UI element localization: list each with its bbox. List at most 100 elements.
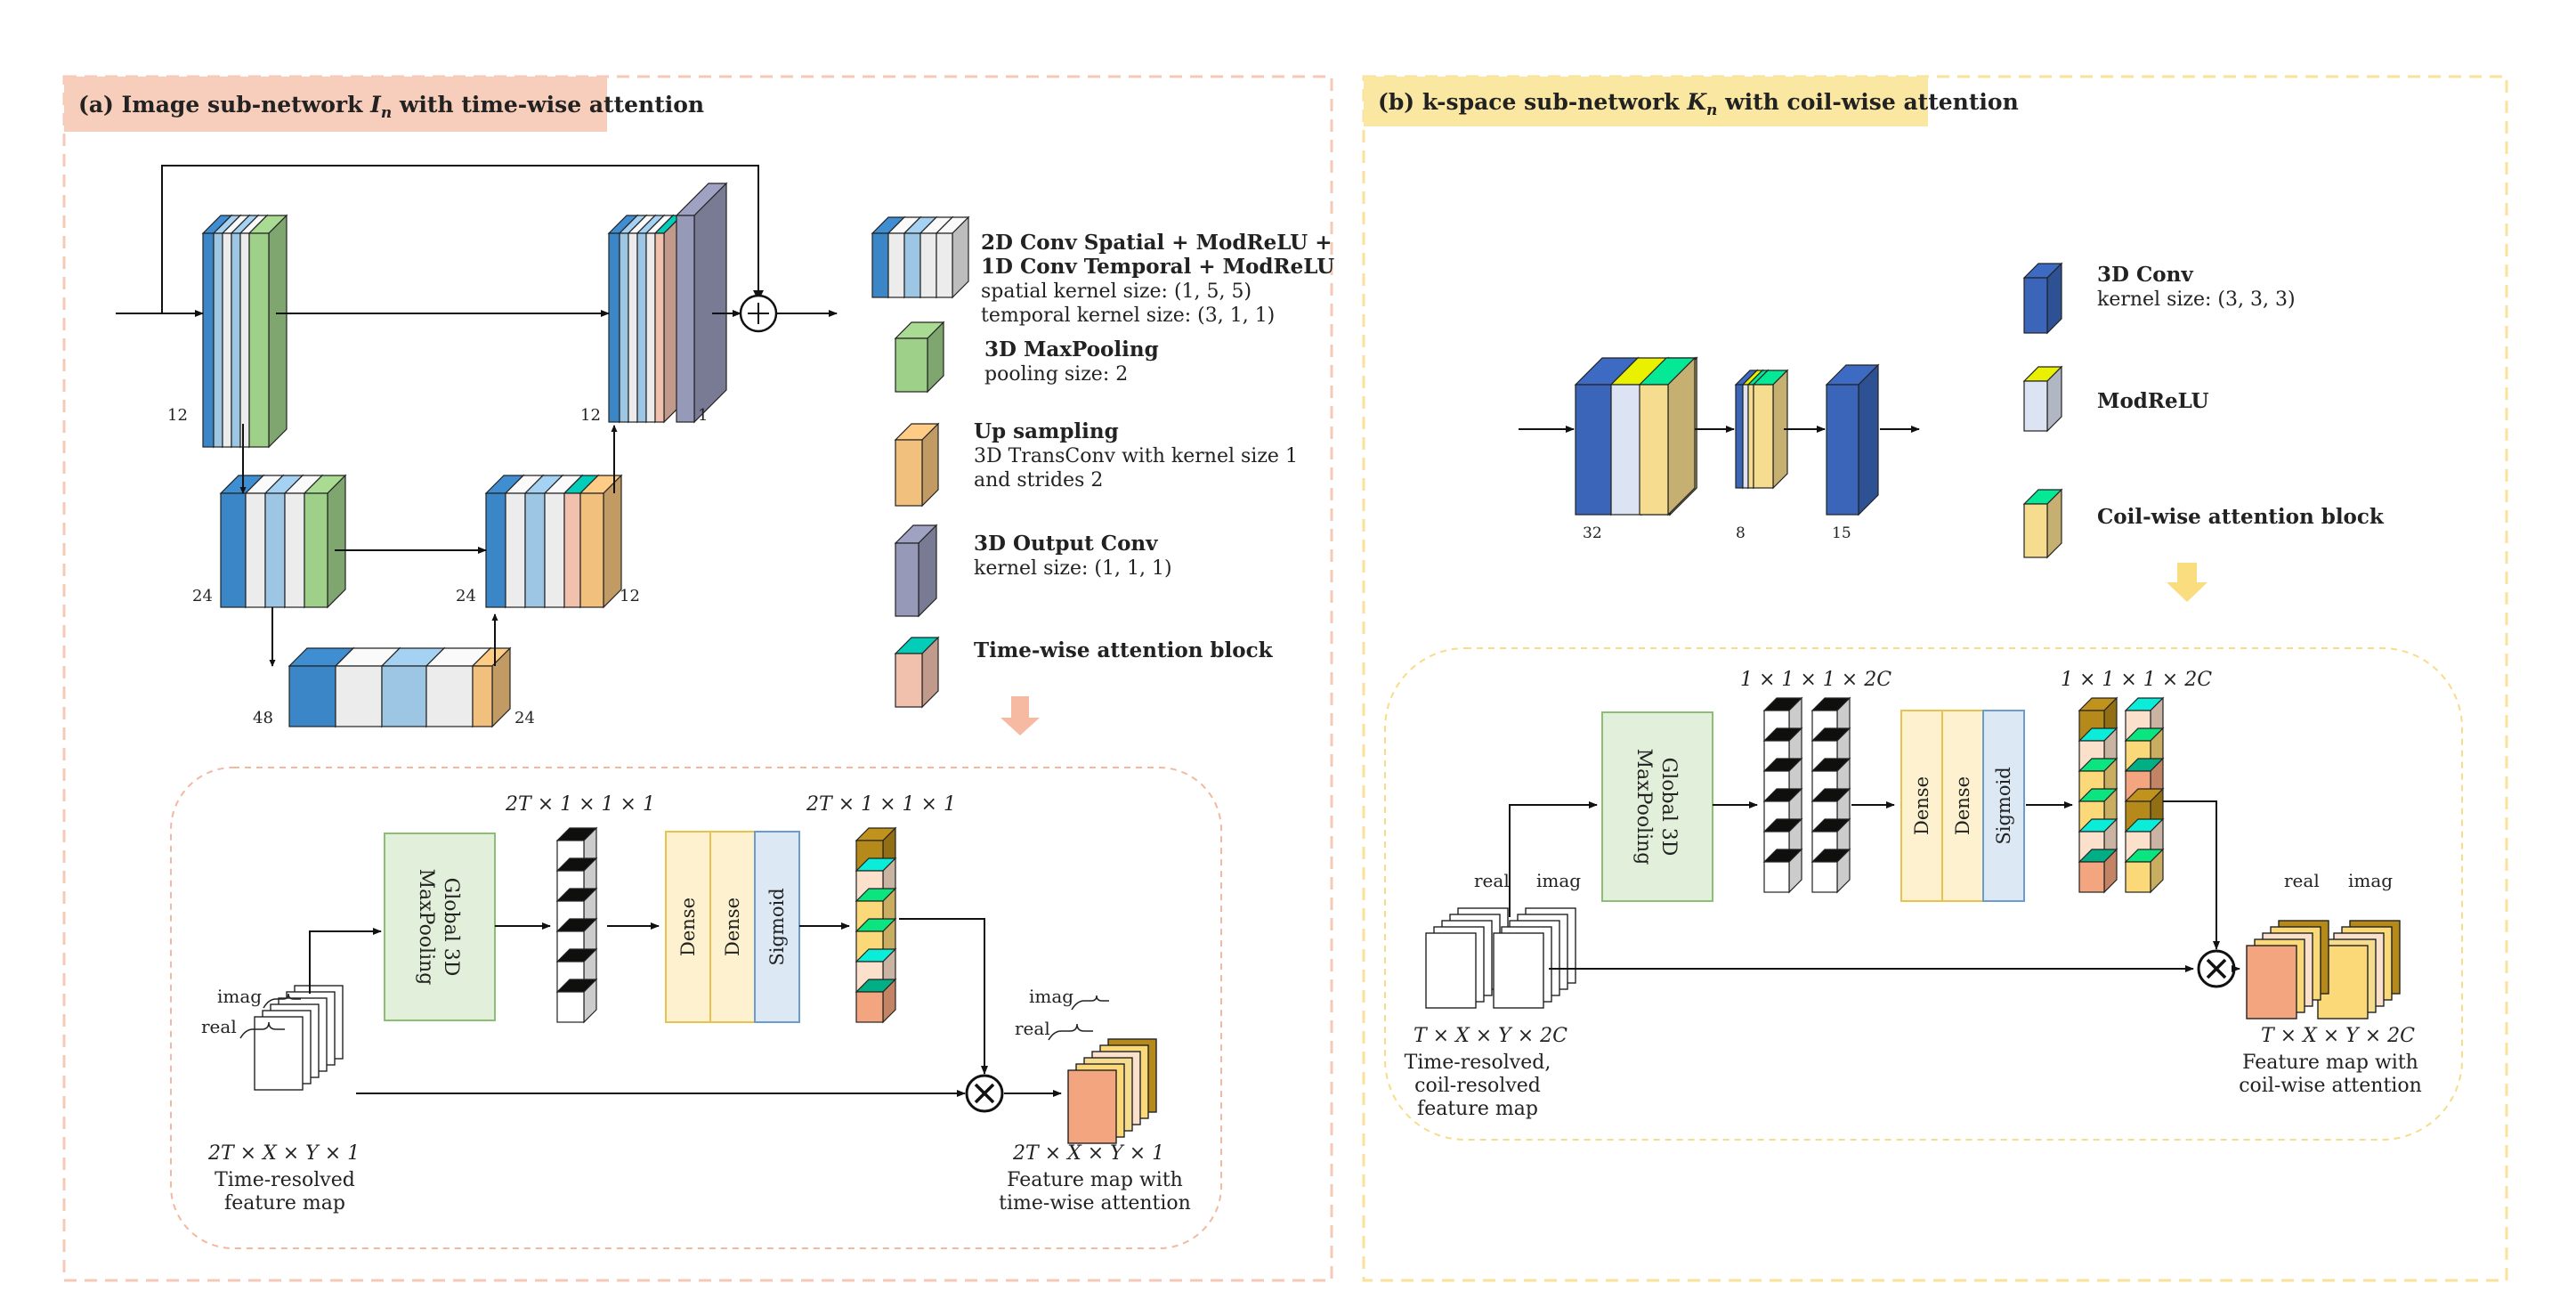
connector-line — [899, 918, 988, 1075]
output-conv-slab — [675, 182, 728, 424]
3d-conv-block-icon — [2022, 262, 2063, 335]
output-caption: coil-wise attention — [2239, 1075, 2422, 1097]
legend-title: Time-wise attention block — [974, 638, 1274, 662]
input-feature-map — [254, 985, 344, 1091]
output-dimension-label: 2T × X × Y × 1 — [1012, 1142, 1164, 1165]
panel-a: (a) Image sub-network In with time-wise … — [62, 75, 1334, 1282]
output-caption: time-wise attention — [999, 1192, 1191, 1214]
down-arrow-indicator — [1000, 696, 1040, 735]
panel-b-header — [1364, 77, 1928, 126]
multiply-icon — [974, 1083, 995, 1104]
legend-item: Coil-wise attention block — [2022, 488, 2385, 559]
output-feature-map — [1067, 1038, 1157, 1144]
sigmoid-layer — [754, 831, 800, 1023]
output-conv-block-icon — [894, 524, 938, 618]
upsample-block-icon — [894, 422, 940, 508]
maxpool-block-icon — [894, 321, 945, 394]
channel-label: 1 — [698, 406, 708, 425]
channel-label: 24 — [456, 587, 476, 605]
vector-cell — [1762, 848, 1803, 894]
sigmoid-layer — [1982, 710, 2025, 902]
dense-layer-1 — [665, 831, 711, 1023]
legend-desc: pooling size: 2 — [984, 363, 1128, 386]
imag-label: imag — [1029, 986, 1073, 1007]
dense-layer-2 — [709, 831, 756, 1023]
3d-conv-stack-2 — [1734, 369, 1789, 490]
real-label: real — [2284, 870, 2320, 891]
pooled-vector — [555, 826, 598, 1024]
imag-label: imag — [2348, 870, 2393, 891]
sigmoid-layer-label: Sigmoid — [1993, 767, 2014, 844]
vector-cell — [855, 978, 897, 1024]
input-caption: coil-resolved — [1414, 1075, 1541, 1097]
brace — [239, 1021, 285, 1039]
input-caption: Time-resolved, — [1405, 1052, 1551, 1074]
legend-title: Up sampling — [974, 419, 1119, 443]
panel-a-header — [64, 77, 607, 132]
vector-dimension-label: 1 × 1 × 1 × 2C — [2061, 669, 2212, 691]
output-feature-map — [2246, 920, 2401, 1019]
panel-b-title: (b) k-space sub-network Kn with coil-wis… — [1378, 89, 2019, 119]
input-dimension-label: T × X × Y × 2C — [1414, 1025, 1567, 1047]
legend-title: 3D Output Conv — [974, 532, 1158, 556]
encoder-block-2 — [219, 474, 347, 609]
channel-label: 12 — [620, 587, 640, 605]
modrelu-block-icon — [2022, 365, 2063, 433]
connector-line — [1509, 801, 1598, 917]
input-caption: Time-resolved — [215, 1169, 355, 1191]
encoder-block-1 — [201, 214, 288, 449]
channel-label: 24 — [192, 587, 213, 605]
brace — [1071, 995, 1109, 1011]
dense-layer-1-label: Dense — [1911, 776, 1932, 835]
vector-cell — [2124, 848, 2165, 894]
channel-label: 8 — [1736, 524, 1746, 542]
pooled-vector — [1810, 696, 1851, 894]
legend-item: 2D Conv Spatial + ModReLU +1D Conv Tempo… — [871, 215, 1334, 327]
output-caption: Feature map with — [2242, 1052, 2418, 1074]
legend-item: Time-wise attention block — [894, 636, 1274, 709]
channel-label: 12 — [167, 406, 188, 425]
attention-weights-vector — [855, 826, 897, 1024]
channel-label: 12 — [580, 406, 601, 425]
decoder-block-1 — [607, 214, 684, 424]
skip-connection — [161, 165, 759, 313]
vector-dimension-label: 2T × 1 × 1 × 1 — [505, 793, 655, 816]
input-feature-map — [1425, 907, 1576, 1009]
conv-block-icon — [871, 215, 970, 299]
legend-item: ModReLU — [2022, 365, 2209, 433]
attention-weights-vector — [2078, 696, 2118, 894]
channel-label: 48 — [253, 709, 273, 727]
panel-a-border — [62, 75, 1333, 1282]
brace — [263, 993, 301, 1009]
down-arrow-indicator — [2167, 563, 2207, 602]
decoder-block-2 — [484, 474, 623, 609]
3d-conv-output-slab — [1825, 363, 1880, 516]
vector-dimension-label: 1 × 1 × 1 × 2C — [1740, 669, 1891, 691]
output-dimension-label: T × X × Y × 2C — [2261, 1025, 2415, 1047]
channel-label: 24 — [514, 709, 535, 727]
legend-title: ModReLU — [2097, 389, 2209, 413]
layer-slab — [1752, 369, 1789, 490]
legend-desc: and strides 2 — [974, 469, 1103, 491]
panel-a-legend: 2D Conv Spatial + ModReLU +1D Conv Tempo… — [871, 215, 1334, 709]
vector-dimension-label: 2T × 1 × 1 × 1 — [806, 793, 956, 816]
vector-cell — [2078, 848, 2118, 894]
panel-a-title: (a) Image sub-network In with time-wise … — [78, 92, 704, 122]
global-maxpooling-block — [1601, 711, 1713, 902]
sigmoid-layer-label: Sigmoid — [766, 888, 788, 965]
real-label: real — [1474, 870, 1510, 891]
pooled-vector — [1762, 696, 1803, 894]
input-dimension-label: 2T × X × Y × 1 — [207, 1142, 360, 1165]
legend-desc: kernel size: (1, 1, 1) — [974, 557, 1172, 580]
multiply-icon — [2206, 958, 2227, 979]
global-maxpooling-block — [384, 833, 496, 1021]
